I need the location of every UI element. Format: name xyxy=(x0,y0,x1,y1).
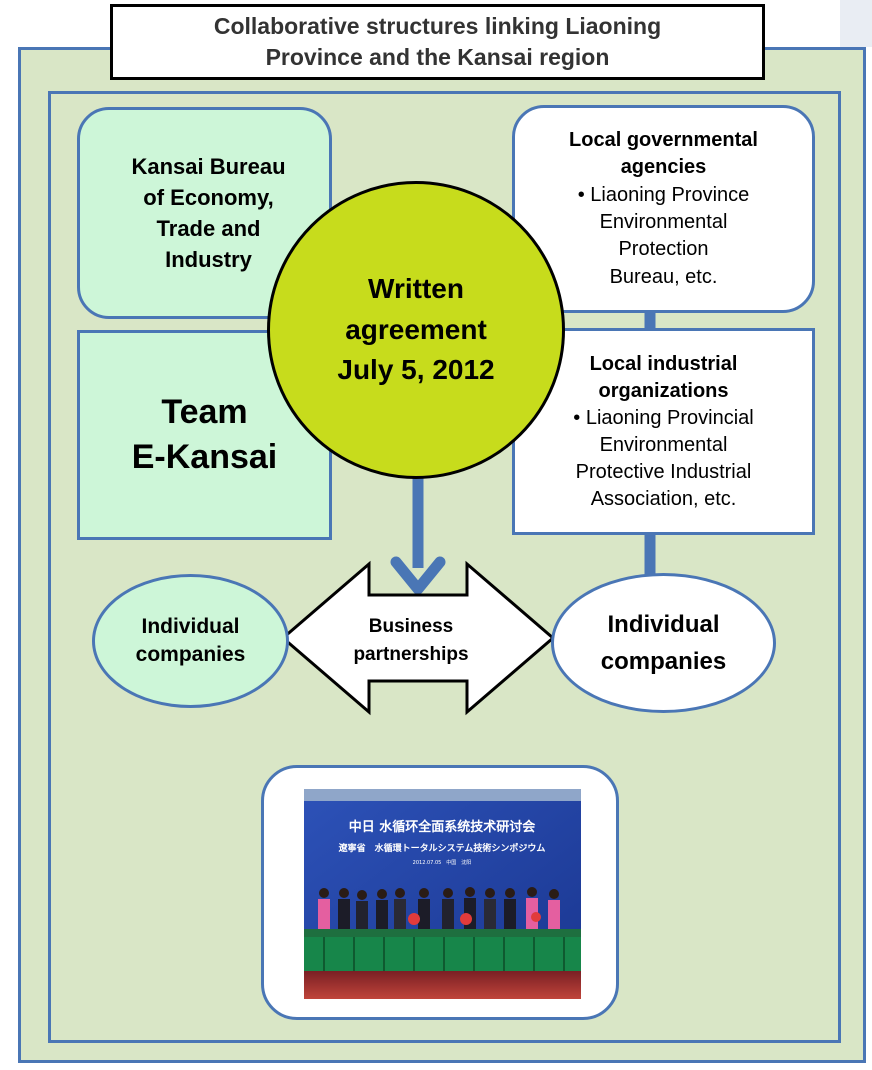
banner-line-3: 2012.07.05 中国 沈阳 xyxy=(413,859,472,866)
signing-ceremony-photo: 中日 水循环全面系统技术研讨会 遼寧省 水循環トータルシステム技術シンポジウム … xyxy=(304,789,581,999)
gov-heading-1: Local governmental xyxy=(569,128,758,151)
industrial-heading-1: Local industrial xyxy=(589,352,738,375)
industrial-heading-2: organizations xyxy=(598,379,729,402)
title-line-2: Province and the Kansai region xyxy=(265,44,610,70)
business-line-1: Business xyxy=(368,616,454,638)
industrial-line-2: Environmental xyxy=(599,433,728,456)
industrial-line-3: Protective Industrial xyxy=(575,460,752,483)
team-line-2: E-Kansai xyxy=(131,438,278,476)
kansai-bureau-box: Kansai Bureau of Economy, Trade and Indu… xyxy=(77,107,332,319)
gov-line-2: Environmental xyxy=(599,211,728,233)
banner-line-2: 遼寧省 水循環トータルシステム技術シンポジウム xyxy=(339,842,546,854)
kansai-bureau-line-3: Trade and xyxy=(156,216,261,241)
industrial-line-1: • Liaoning Provincial xyxy=(573,406,754,429)
kansai-bureau-line-2: of Economy, xyxy=(143,184,274,210)
title-line-1: Collaborative structures linking Liaonin… xyxy=(213,12,662,39)
right-companies-line-1: Individual xyxy=(607,610,720,638)
left-companies-line-2: companies xyxy=(135,643,246,666)
gov-line-4: Bureau, etc. xyxy=(609,265,718,288)
diagram-title: Collaborative structures linking Liaonin… xyxy=(110,4,765,80)
agreement-line-3: July 5, 2012 xyxy=(337,354,495,386)
local-industrial-organizations-box: Local industrial organizations • Liaonin… xyxy=(512,328,815,535)
gov-line-3: Protection xyxy=(618,238,709,261)
business-line-2: partnerships xyxy=(353,644,469,665)
gov-heading-2: agencies xyxy=(620,156,707,179)
left-companies-line-1: Individual xyxy=(141,615,240,639)
banner-line-1: 中日 水循环全面系统技术研讨会 xyxy=(349,819,537,835)
right-companies-line-2: companies xyxy=(600,648,727,675)
inner-panel xyxy=(48,91,841,1043)
people xyxy=(318,887,560,929)
individual-companies-left: Individual companies xyxy=(92,574,289,708)
industrial-line-4: Association, etc. xyxy=(590,487,737,510)
local-governmental-agencies-box: Local governmental agencies • Liaoning P… xyxy=(512,105,815,313)
agreement-line-2: agreement xyxy=(345,313,487,345)
team-line-1: Team xyxy=(161,393,248,432)
corner-strip xyxy=(840,0,872,47)
written-agreement-circle: Written agreement July 5, 2012 xyxy=(267,181,565,479)
kansai-bureau-line-4: Industry xyxy=(165,247,252,273)
agreement-line-1: Written xyxy=(368,273,464,305)
kansai-bureau-line-1: Kansai Bureau xyxy=(131,153,286,179)
gov-line-1: • Liaoning Province xyxy=(577,183,750,206)
signing-ceremony-illustration: 中日 水循环全面系统技术研讨会 遼寧省 水循環トータルシステム技術シンポジウム … xyxy=(304,789,581,999)
individual-companies-right: Individual companies xyxy=(551,573,776,713)
business-partnerships-label: Business partnerships xyxy=(318,606,504,676)
